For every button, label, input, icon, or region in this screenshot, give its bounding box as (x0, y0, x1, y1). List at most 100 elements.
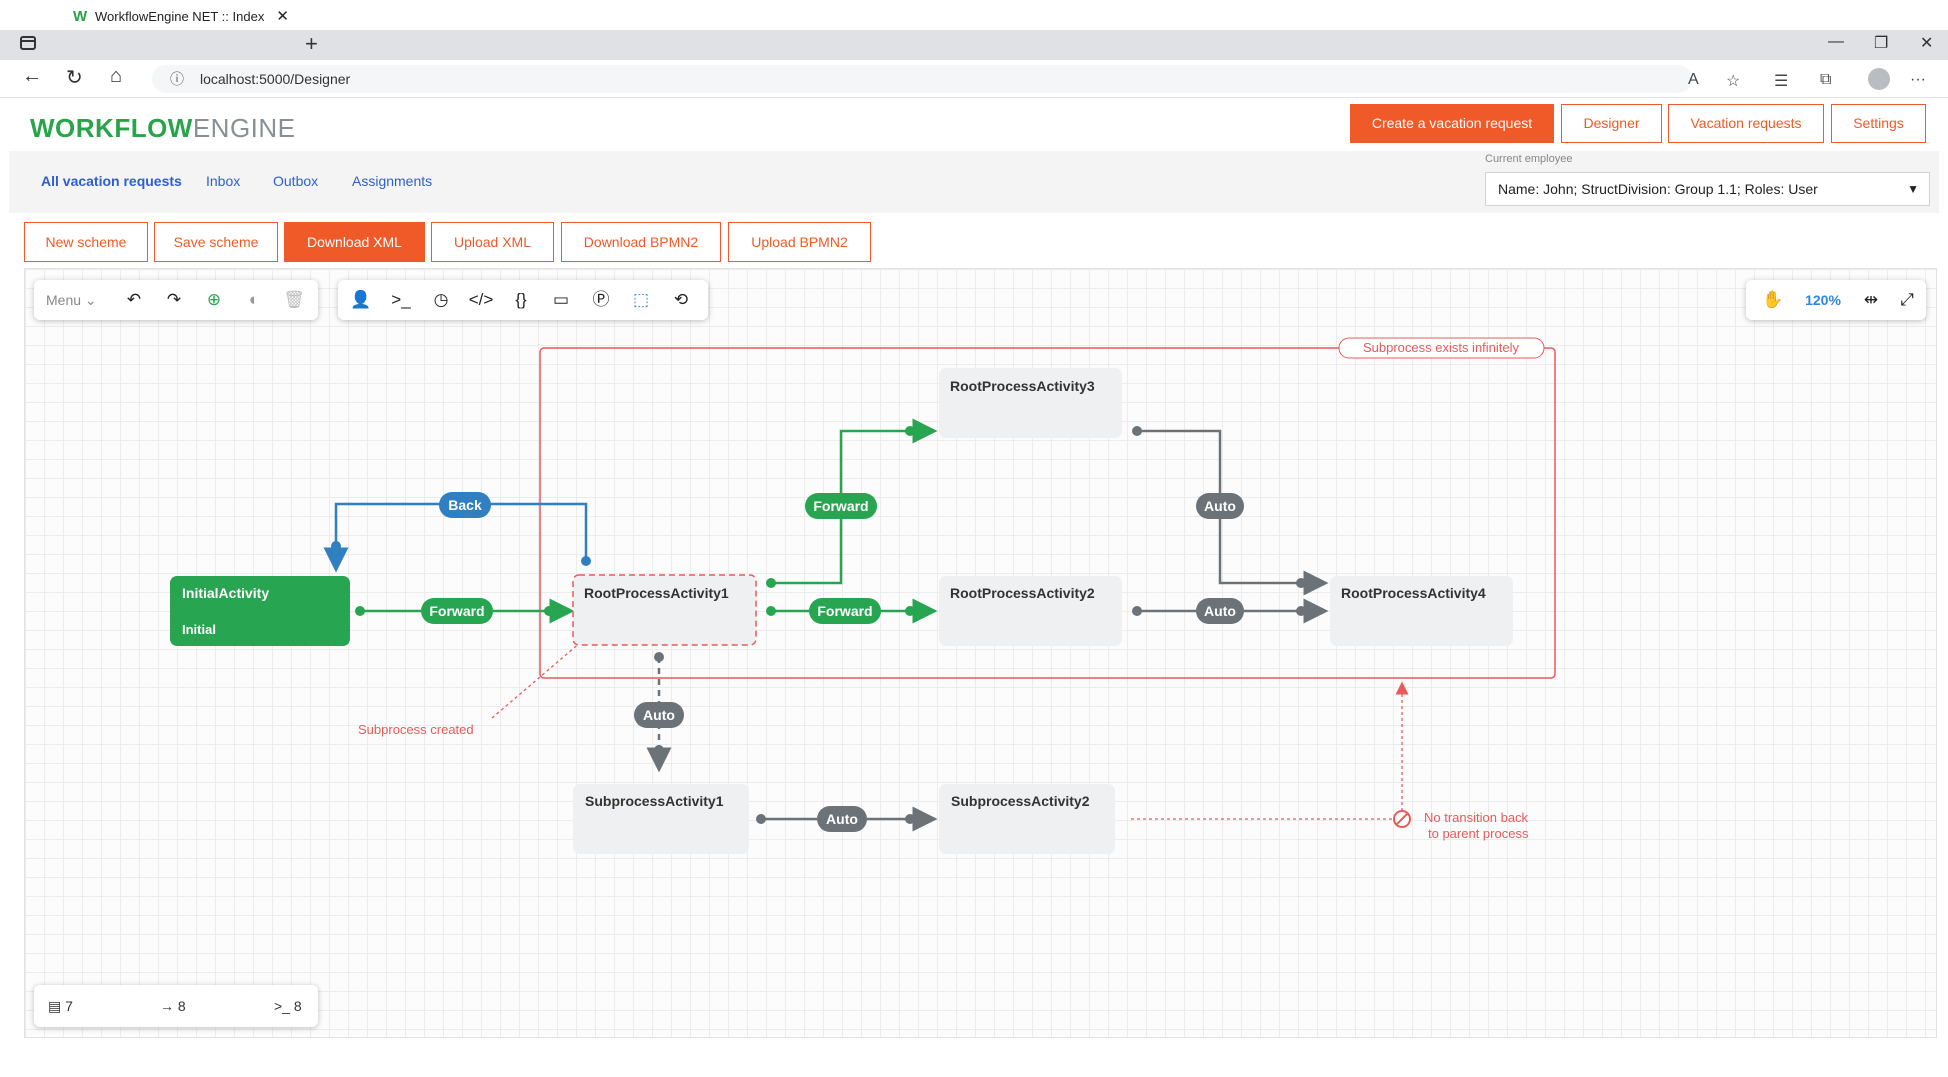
nav-inbox[interactable]: Inbox (206, 173, 241, 189)
redo-icon[interactable]: ↷ (166, 290, 182, 309)
upload-bpmn2-button[interactable]: Upload BPMN2 (728, 222, 871, 262)
current-employee-select[interactable]: Name: John; StructDivision: Group 1.1; R… (1485, 172, 1930, 206)
zoom-level[interactable]: 120% (1805, 292, 1841, 308)
node-root-activity-3-title: RootProcessActivity3 (950, 378, 1095, 394)
app-logo[interactable]: WORKFLOWENGINE (30, 113, 296, 143)
nav-all-vacation-requests[interactable]: All vacation requests (41, 173, 182, 189)
pill-forward-initial-label: Forward (429, 603, 484, 619)
edge-initial-root1-start-dot (355, 606, 365, 616)
url-input[interactable]: ⓘ localhost:5000/Designer (152, 65, 1692, 93)
collections-icon[interactable]: ⧉ (1820, 71, 1832, 88)
add-icon[interactable]: ⊕ (206, 290, 222, 309)
new-tab-icon[interactable]: + (305, 31, 318, 56)
settings-button[interactable]: Settings (1831, 104, 1926, 143)
site-info-icon[interactable]: ⓘ (170, 71, 184, 87)
workflow-diagram: Subprocess exists infinitely InitialActi… (170, 337, 1556, 854)
upload-xml-button[interactable]: Upload XML (431, 222, 554, 262)
node-subprocess-activity-1[interactable] (573, 784, 749, 854)
back-icon[interactable]: ← (22, 65, 42, 87)
node-initial-activity-subtitle: Initial (182, 622, 216, 637)
undo-icon[interactable]: ↶ (126, 290, 142, 309)
home-icon[interactable]: ⌂ (110, 65, 123, 87)
process-info-icon[interactable]: Ⓟ (592, 290, 610, 309)
favorites-icon[interactable]: ☰ (1774, 73, 1789, 90)
pill-auto-sub1-sub2[interactable] (817, 806, 867, 832)
tab-title: WorkflowEngine NET :: Index (95, 9, 265, 24)
pill-forward-initial[interactable] (421, 598, 493, 624)
pill-back[interactable] (439, 492, 491, 518)
pill-auto-root3-root4-label: Auto (1204, 498, 1236, 514)
edge-root1-sub1-start-dot (654, 652, 664, 662)
transitions-icon: → (160, 998, 174, 1014)
subprocess-created-pointer (491, 629, 596, 719)
tab-actions-icon[interactable] (20, 36, 36, 50)
node-root-activity-2[interactable] (939, 576, 1122, 646)
selection-icon[interactable]: ⬚ (632, 290, 650, 309)
menu-dropdown[interactable]: Menu ⌄ (46, 292, 97, 308)
restore-icon[interactable]: ❐ (1874, 35, 1889, 52)
node-subprocess-activity-2[interactable] (939, 784, 1115, 854)
edge-root2-root4-end-dot (1296, 606, 1306, 616)
edge-root1-root3-end-dot (905, 426, 915, 436)
toggle-icon[interactable]: ◐ (248, 290, 260, 309)
minimize-icon[interactable]: — (1828, 33, 1844, 50)
chevron-down-icon: ▼ (1907, 182, 1919, 196)
node-subprocess-activity-2-title: SubprocessActivity2 (951, 793, 1090, 809)
node-root-activity-1[interactable] (572, 574, 757, 646)
code-icon[interactable]: </> (468, 290, 494, 309)
timer-icon[interactable]: ◷ (433, 290, 449, 309)
edge-back-mid-dot (331, 541, 341, 551)
pill-auto-root1-sub1[interactable] (634, 702, 684, 728)
pill-auto-root2-root4[interactable] (1196, 598, 1244, 624)
command-icon[interactable]: >_ (391, 290, 411, 309)
profile-avatar[interactable] (1868, 68, 1890, 90)
pill-auto-root1-sub1-label: Auto (643, 707, 675, 723)
edge-root3-root4-start-dot (1132, 426, 1142, 436)
edge-root1-sub1-end-dot (654, 745, 664, 755)
window-close-icon[interactable]: ✕ (1920, 35, 1934, 52)
delete-icon[interactable]: 🗑 (283, 290, 305, 309)
create-vacation-request-button[interactable]: Create a vacation request (1350, 104, 1554, 143)
new-scheme-button[interactable]: New scheme (24, 222, 148, 262)
pan-hand-icon[interactable]: ✋ (1762, 290, 1784, 309)
save-scheme-button[interactable]: Save scheme (154, 222, 278, 262)
nav-assignments[interactable]: Assignments (352, 173, 433, 189)
pill-auto-sub1-sub2-label: Auto (826, 811, 858, 827)
comment-icon[interactable]: ▭ (552, 290, 570, 309)
nav-outbox[interactable]: Outbox (273, 173, 319, 189)
node-root-activity-2-title: RootProcessActivity2 (950, 585, 1095, 601)
pill-forward-root2-label: Forward (817, 603, 872, 619)
read-aloud-icon[interactable]: A (1688, 71, 1699, 88)
close-tab-icon[interactable]: ✕ (276, 8, 289, 25)
history-icon[interactable]: ⟲ (673, 290, 689, 309)
parameters-icon[interactable]: {} (515, 290, 527, 309)
edge-root1-root2-end-dot (905, 606, 915, 616)
pill-auto-root3-root4[interactable] (1196, 493, 1244, 519)
refresh-icon[interactable]: ↻ (66, 67, 83, 89)
activities-icon: ▤ (48, 998, 62, 1014)
no-transition-icon-slash (1395, 812, 1409, 826)
vacation-requests-button[interactable]: Vacation requests (1668, 104, 1824, 143)
edge-root1-root3-start-dot (766, 578, 776, 588)
transitions-count: → 8 (160, 998, 186, 1014)
pill-forward-root2[interactable] (809, 598, 881, 624)
no-transition-label-line1: No transition back (1424, 810, 1529, 825)
favorite-add-icon[interactable]: ☆ (1726, 73, 1741, 90)
node-initial-activity[interactable] (170, 576, 350, 646)
fullscreen-icon[interactable]: ⤢ (1900, 290, 1914, 309)
pill-forward-root3[interactable] (805, 493, 877, 519)
current-employee-label: Current employee (1485, 153, 1573, 165)
node-root-activity-3[interactable] (939, 368, 1122, 438)
designer-button[interactable]: Designer (1561, 104, 1662, 143)
actor-icon[interactable]: 👤 (350, 290, 372, 309)
node-root-activity-4[interactable] (1330, 576, 1513, 646)
download-xml-button[interactable]: Download XML (284, 222, 425, 262)
edge-sub1-sub2-start-dot (756, 814, 766, 824)
download-bpmn2-button[interactable]: Download BPMN2 (561, 222, 721, 262)
fit-width-icon[interactable]: ⇹ (1863, 290, 1879, 309)
more-icon[interactable]: ··· (1910, 71, 1926, 88)
browser-tab[interactable]: W WorkflowEngine NET :: Index ✕ (63, 3, 299, 30)
subprocess-infinite-label: Subprocess exists infinitely (1363, 340, 1520, 355)
pill-back-label: Back (448, 497, 482, 513)
view-toolbar: ✋ 120% ⇹ ⤢ (1746, 280, 1926, 320)
